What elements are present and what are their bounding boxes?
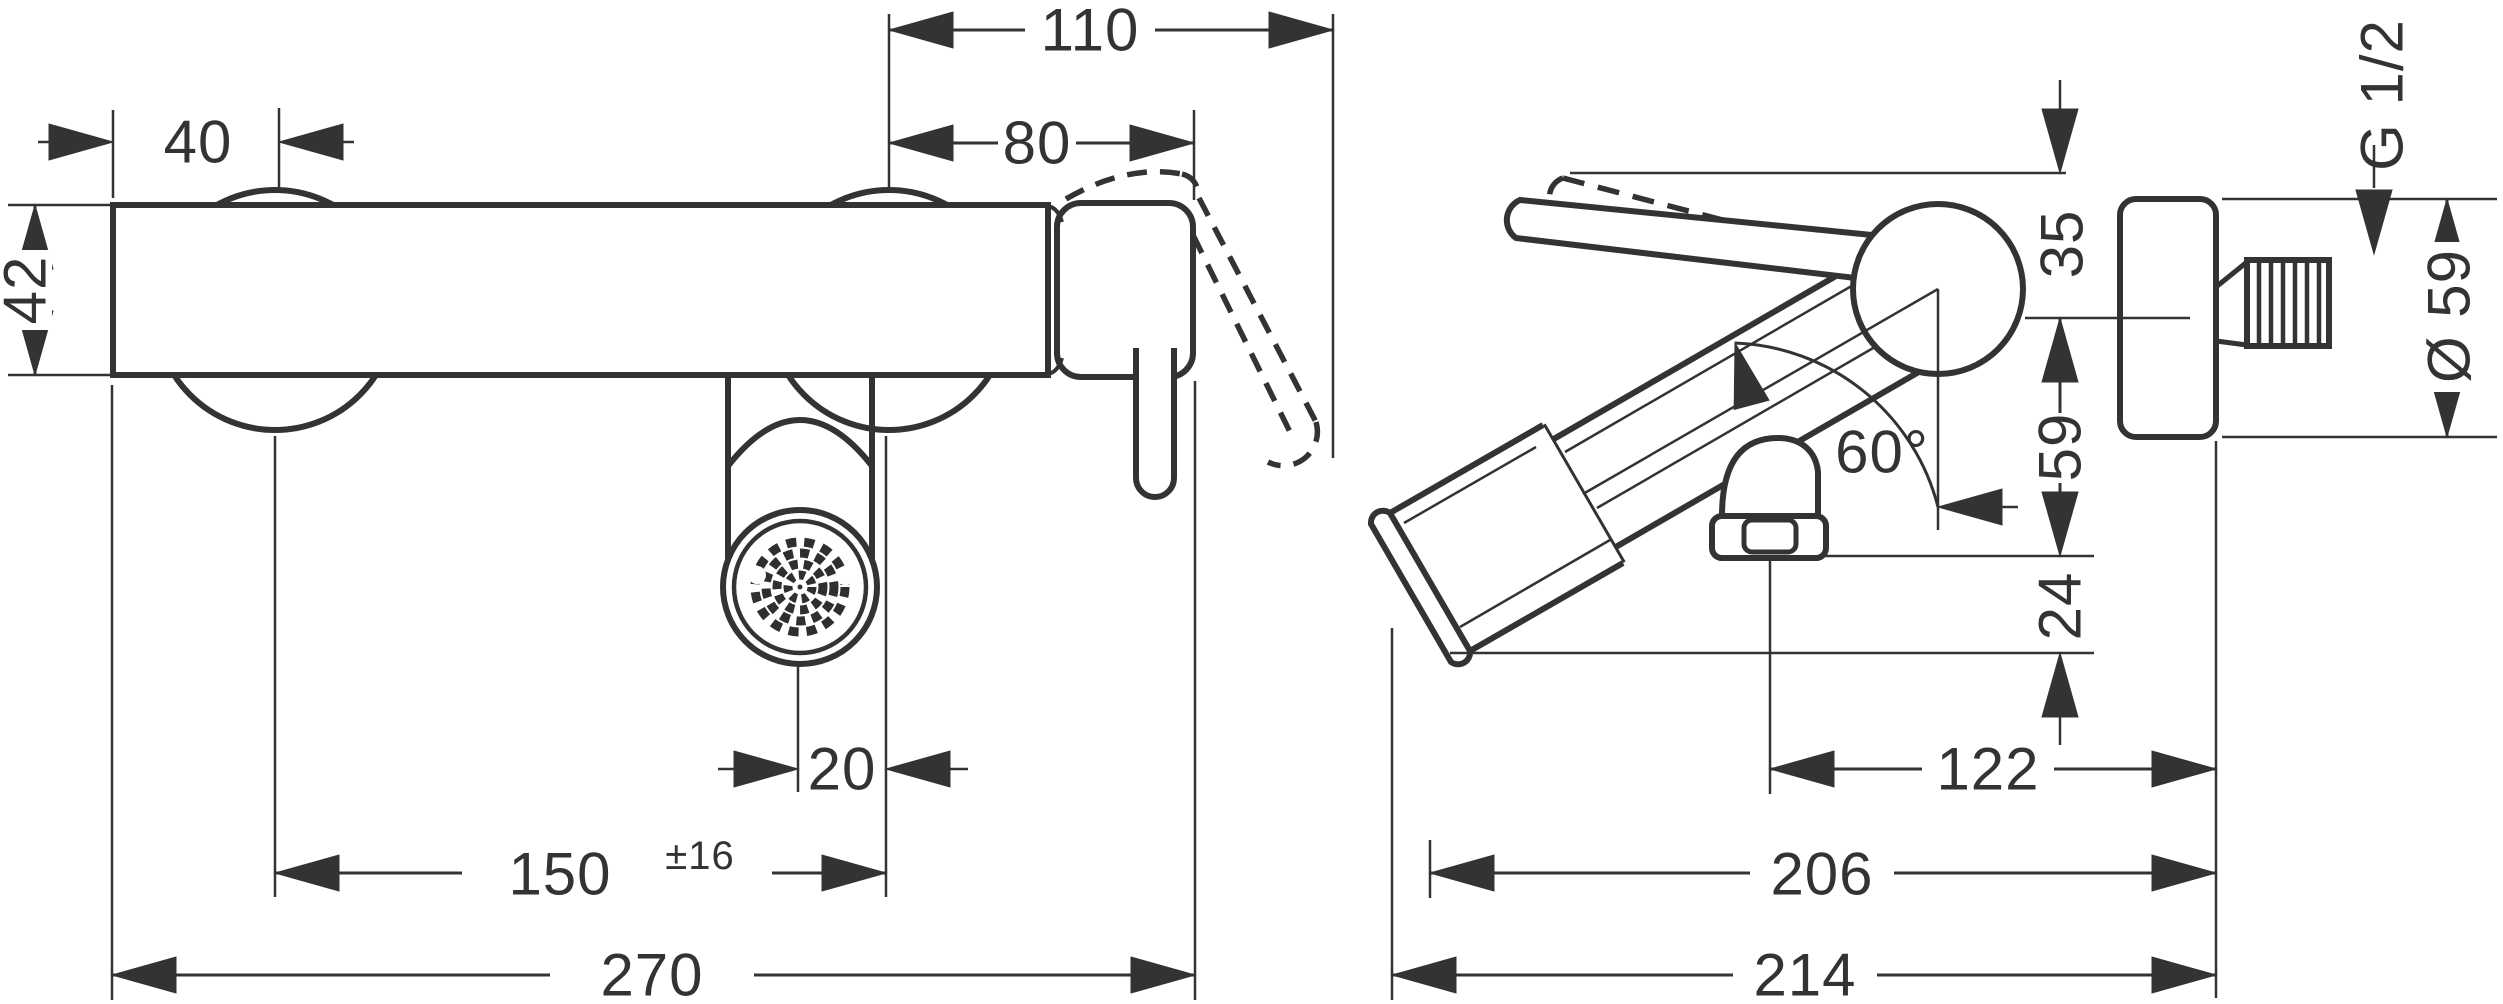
dim-g12-label: G 1/2	[2349, 19, 2416, 171]
dim-35-label: 35	[2029, 210, 2096, 279]
dim-dia59-label: Ø 59	[2416, 249, 2483, 383]
dim-24-label: 24	[2027, 572, 2094, 641]
front-view: 110 40 80 42 20 150 ±16 270	[0, 0, 1335, 1004]
dim-270-label: 270	[600, 942, 703, 1004]
aerator-mesh	[748, 537, 854, 637]
dim-150-label: 150	[508, 841, 611, 908]
thread-g12	[2244, 257, 2332, 349]
dim-122-label: 122	[1936, 736, 2039, 803]
dim-42-label: 42	[0, 256, 59, 325]
front-label-backgrounds	[0, 2, 1155, 1004]
side-view: G 1/2 35 Ø 59 59 24 60° 122 206 214	[1367, 19, 2497, 1004]
dim-150-tolerance-label: ±16	[665, 834, 734, 878]
dim-20-label: 20	[808, 736, 877, 803]
front-extension-lines	[8, 14, 1335, 1000]
dim-214-label: 214	[1753, 942, 1856, 1004]
spout-front	[720, 378, 880, 667]
spout-end-cap	[1367, 507, 1474, 668]
dim-60deg-label: 60°	[1835, 419, 1929, 486]
dim-80-label: 80	[1003, 110, 1072, 177]
outlet-stub	[1709, 434, 1829, 561]
spout-side	[1367, 422, 1625, 668]
dim-59-label: 59	[2027, 413, 2094, 482]
swivel-angle-arc	[1717, 337, 2018, 526]
union-cone	[2214, 256, 2250, 348]
lever-pin	[1133, 348, 1177, 500]
dim-206-label: 206	[1770, 841, 1873, 908]
lever-side	[1503, 196, 1908, 284]
dim-40-label: 40	[164, 109, 233, 176]
side-label-backgrounds	[1733, 242, 2478, 1004]
handle-cap	[1047, 200, 1196, 380]
dim-110-label: 110	[1041, 0, 1140, 64]
mixer-body-front	[110, 202, 1051, 378]
